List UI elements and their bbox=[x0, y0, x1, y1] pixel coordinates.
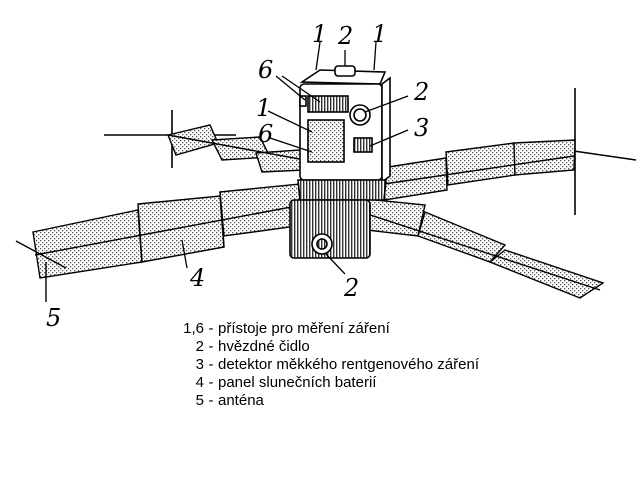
legend-number: 1,6 bbox=[183, 320, 204, 337]
callout-2-star-sensor: 2 bbox=[414, 78, 430, 106]
legend-row: 4-panel slunečních baterií bbox=[172, 374, 479, 392]
legend-row: 1,6-přístoje pro měření záření bbox=[172, 320, 479, 338]
legend-number: 2 bbox=[195, 338, 204, 355]
satellite-body bbox=[289, 65, 391, 259]
legend-number: 4 bbox=[195, 374, 204, 391]
legend: 1,6-přístoje pro měření záření 2-hvězdné… bbox=[172, 320, 479, 410]
callout-6-upper: 6 bbox=[258, 56, 274, 84]
callout-2-top: 2 bbox=[338, 22, 354, 50]
callout-1-top-left: 1 bbox=[312, 20, 328, 48]
legend-description: detektor měkkého rentgenového záření bbox=[218, 356, 479, 373]
callout-6-lower: 6 bbox=[258, 120, 274, 148]
legend-description: přístoje pro měření záření bbox=[218, 320, 390, 337]
callout-1-middle: 1 bbox=[256, 94, 272, 122]
callout-5: 5 bbox=[46, 304, 62, 332]
legend-description: hvězdné čidlo bbox=[218, 338, 310, 355]
legend-row: 3-detektor měkkého rentgenového záření bbox=[172, 356, 479, 374]
callout-1-top-right: 1 bbox=[372, 20, 388, 48]
lower-left-solar-array bbox=[32, 183, 305, 279]
legend-row: 2-hvězdné čidlo bbox=[172, 338, 479, 356]
legend-number: 3 bbox=[195, 356, 204, 373]
legend-number: 5 bbox=[195, 392, 204, 409]
leader-lines bbox=[181, 41, 409, 275]
callout-4: 4 bbox=[190, 264, 206, 292]
legend-description: anténa bbox=[218, 392, 264, 409]
legend-row: 5-anténa bbox=[172, 392, 479, 410]
lower-right-solar-array bbox=[349, 197, 605, 299]
legend-description: panel slunečních baterií bbox=[218, 374, 377, 391]
antenna bbox=[15, 240, 67, 302]
callout-3: 3 bbox=[414, 114, 430, 142]
upper-left-solar-array bbox=[167, 124, 306, 173]
right-solar-array bbox=[381, 139, 576, 201]
callout-2-bottom: 2 bbox=[344, 274, 360, 302]
